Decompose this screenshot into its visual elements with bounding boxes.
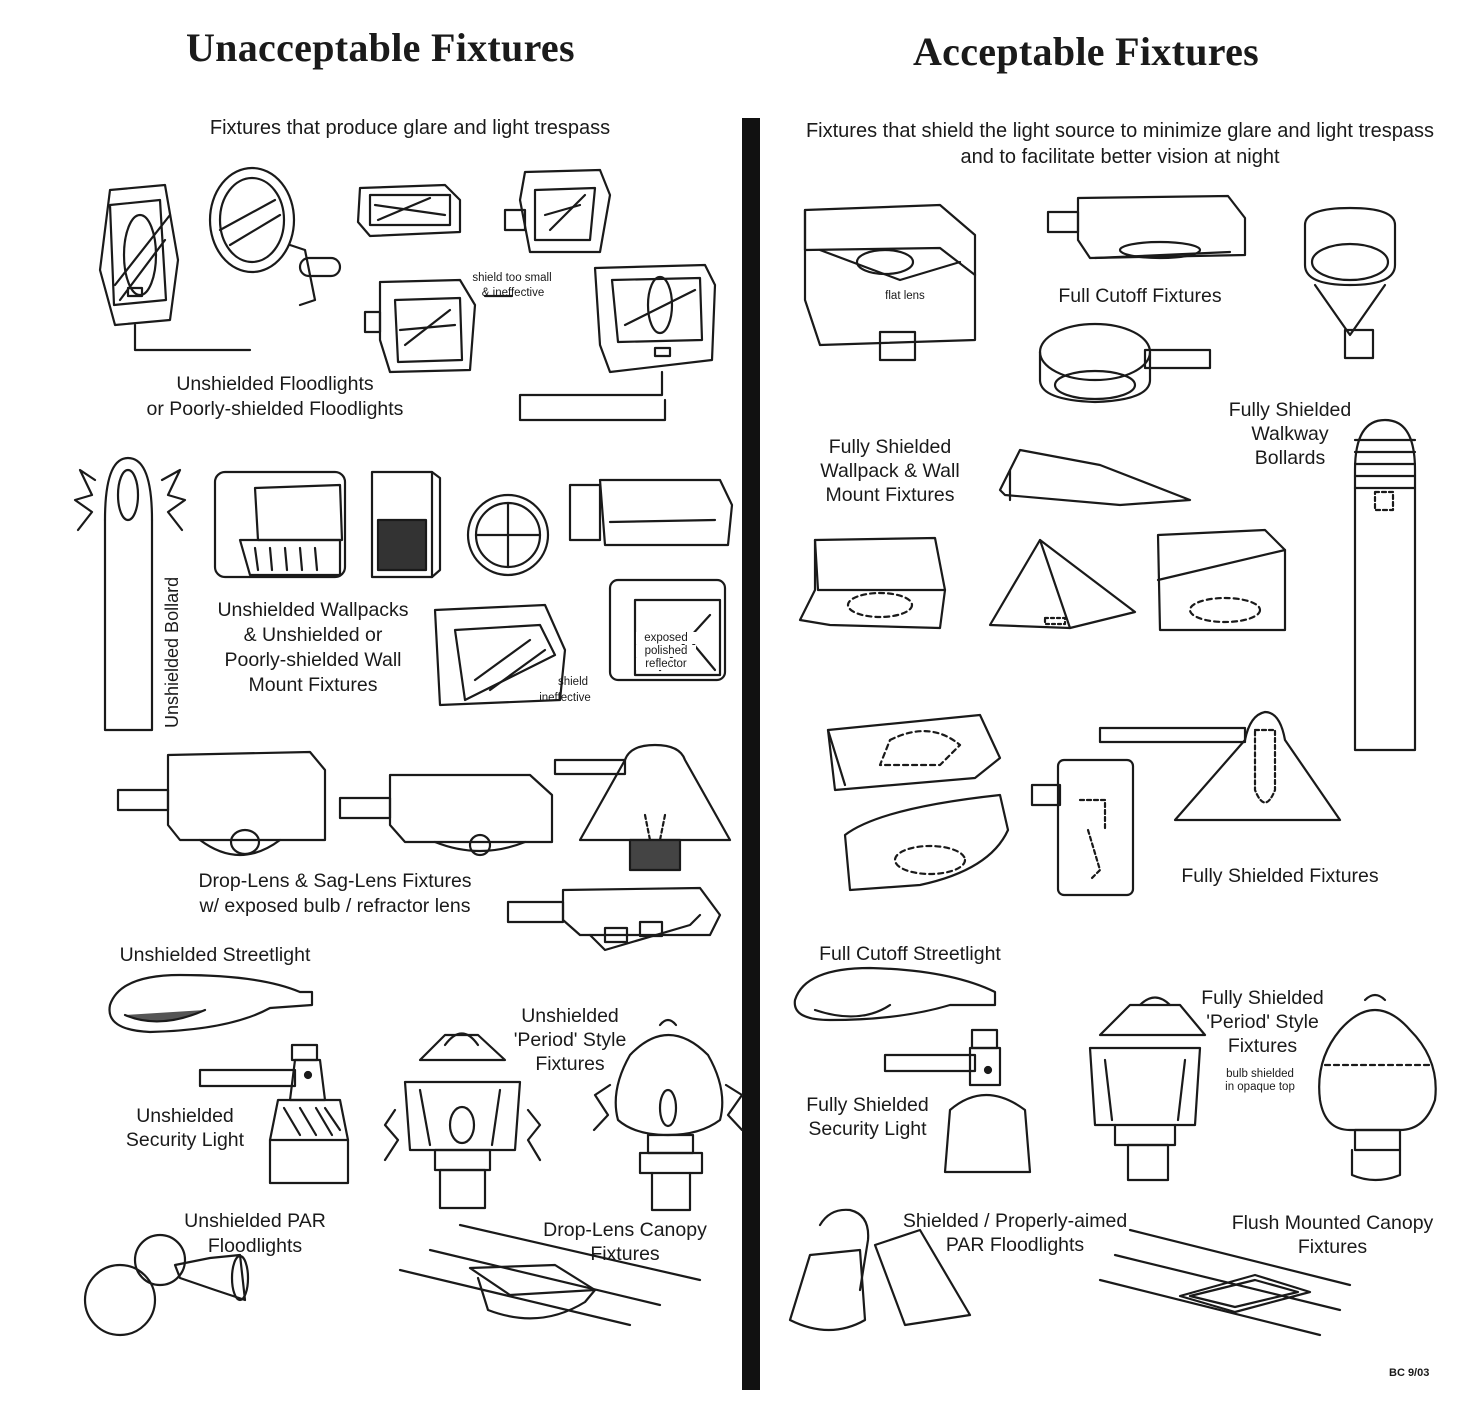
droplens-drawing-4 — [508, 888, 720, 950]
walkway-bollards-label-line-3: Bollards — [1210, 446, 1370, 471]
wallpack-drawing-4 — [435, 605, 565, 705]
fully-shielded-security-label-line-2: Security Light — [790, 1117, 945, 1142]
floodlights-label-line-2: or Poorly-shielded Floodlights — [110, 397, 440, 422]
droplens-label-line-2: w/ exposed bulb / refractor lens — [160, 894, 510, 919]
flush-canopy-label-line-2: Fixtures — [1210, 1235, 1455, 1260]
floodlight-drawing-4 — [505, 170, 610, 252]
floodlight-drawing-3 — [358, 185, 460, 236]
full-cutoff-round-drawing — [1305, 208, 1395, 358]
shielded-wallpack-drawing-2 — [800, 538, 945, 628]
shield-ineffective-note-1: shield — [548, 676, 598, 688]
floodlight-drawing-2 — [210, 168, 340, 305]
shield-ineffective-note-2: ineffective — [530, 692, 600, 704]
full-cutoff-streetlight-label: Full Cutoff Streetlight — [795, 942, 1025, 967]
exposed-reflector-note-3: reflector — [636, 658, 696, 670]
wallpacks-label-line-2: & Unshielded or — [198, 623, 428, 648]
unshielded-streetlight-drawing — [110, 975, 313, 1032]
fully-shielded-cone-drawing — [1100, 712, 1340, 820]
droplens-drawing-2 — [340, 775, 552, 855]
floodlight-drawing-5 — [365, 280, 475, 372]
full-cutoff-label: Full Cutoff Fixtures — [1030, 284, 1250, 309]
flush-canopy-label-line-1: Flush Mounted Canopy — [1210, 1211, 1455, 1236]
fully-shielded-period-label-line-1: Fully Shielded — [1180, 986, 1345, 1011]
wallpack-drawing-1 — [215, 472, 345, 577]
droplens-canopy-label-line-2: Fixtures — [520, 1242, 730, 1267]
unshielded-period-label-line-2: 'Period' Style — [495, 1028, 645, 1053]
shield-too-small-note-1: shield too small — [462, 272, 562, 284]
full-cutoff-disc-drawing — [1040, 324, 1210, 402]
wallpack-drawing-3 — [570, 480, 732, 545]
unshielded-security-label-line-2: Security Light — [110, 1128, 260, 1153]
walkway-bollards-label-line-2: Walkway — [1210, 422, 1370, 447]
unshielded-period-label-line-1: Unshielded — [495, 1004, 645, 1029]
droplens-canopy-label-line-1: Drop-Lens Canopy — [520, 1218, 730, 1243]
flat-lens-fixture-drawing — [805, 205, 975, 360]
unshielded-bollard-label: Unshielded Bollard — [160, 528, 185, 728]
droplens-label-line-1: Drop-Lens & Sag-Lens Fixtures — [160, 869, 510, 894]
shielded-par-label-line-1: Shielded / Properly-aimed — [880, 1209, 1150, 1234]
wallpack-drawing-2 — [372, 472, 440, 577]
shielded-wallpack-label-line-3: Mount Fixtures — [800, 483, 980, 508]
bulb-shielded-note-1: bulb shielded — [1210, 1068, 1310, 1080]
floodlights-label-line-1: Unshielded Floodlights — [110, 372, 440, 397]
full-cutoff-streetlight-drawing — [795, 968, 995, 1020]
wallpacks-label-line-4: Mount Fixtures — [198, 673, 428, 698]
fully-shielded-fixtures-label: Fully Shielded Fixtures — [1160, 864, 1400, 889]
unshielded-security-label-line-1: Unshielded — [110, 1104, 260, 1129]
shielded-pyramid-drawing — [990, 540, 1135, 628]
fully-shielded-period-label-line-3: Fixtures — [1180, 1034, 1345, 1059]
wallpacks-label-line-1: Unshielded Wallpacks — [198, 598, 428, 623]
shielded-wallpack-label-line-1: Fully Shielded — [800, 435, 980, 460]
unshielded-par-label-line-1: Unshielded PAR — [170, 1209, 340, 1234]
shielded-wallpack-label-line-2: Wallpack & Wall — [800, 459, 980, 484]
fully-shielded-half-drum-drawing — [845, 795, 1008, 890]
fully-shielded-cylinder-drawing — [1032, 760, 1133, 895]
shielded-wallpack-drawing-3 — [1158, 530, 1285, 630]
full-cutoff-shoebox-drawing — [1048, 196, 1245, 258]
walkway-bollards-label-line-1: Fully Shielded — [1210, 398, 1370, 423]
shield-too-small-note-2: & ineffective — [468, 287, 558, 299]
wallpacks-label-line-3: Poorly-shielded Wall — [198, 648, 428, 673]
bulkhead-drawing — [468, 495, 548, 575]
exposed-reflector-note-2: polished — [636, 645, 696, 657]
unshielded-streetlight-label: Unshielded Streetlight — [100, 943, 330, 968]
unshielded-period-label-line-3: Fixtures — [495, 1052, 645, 1077]
droplens-drawing-3 — [555, 745, 730, 870]
document-code: BC 9/03 — [1389, 1367, 1429, 1379]
fully-shielded-period-label-line-2: 'Period' Style — [1180, 1010, 1345, 1035]
fully-shielded-security-label-line-1: Fully Shielded — [790, 1093, 945, 1118]
floodlight-drawing-1 — [100, 185, 250, 350]
unshielded-par-label-line-2: Floodlights — [170, 1234, 340, 1259]
shielded-par-label-line-2: PAR Floodlights — [880, 1233, 1150, 1258]
fully-shielded-box-drawing — [828, 715, 1000, 790]
droplens-drawing-1 — [118, 752, 325, 855]
flat-lens-note: flat lens — [870, 290, 940, 302]
shielded-wallpack-drawing-1 — [1000, 450, 1190, 505]
exposed-reflector-note-1: exposed — [636, 632, 696, 644]
bulb-shielded-note-2: in opaque top — [1210, 1081, 1310, 1093]
